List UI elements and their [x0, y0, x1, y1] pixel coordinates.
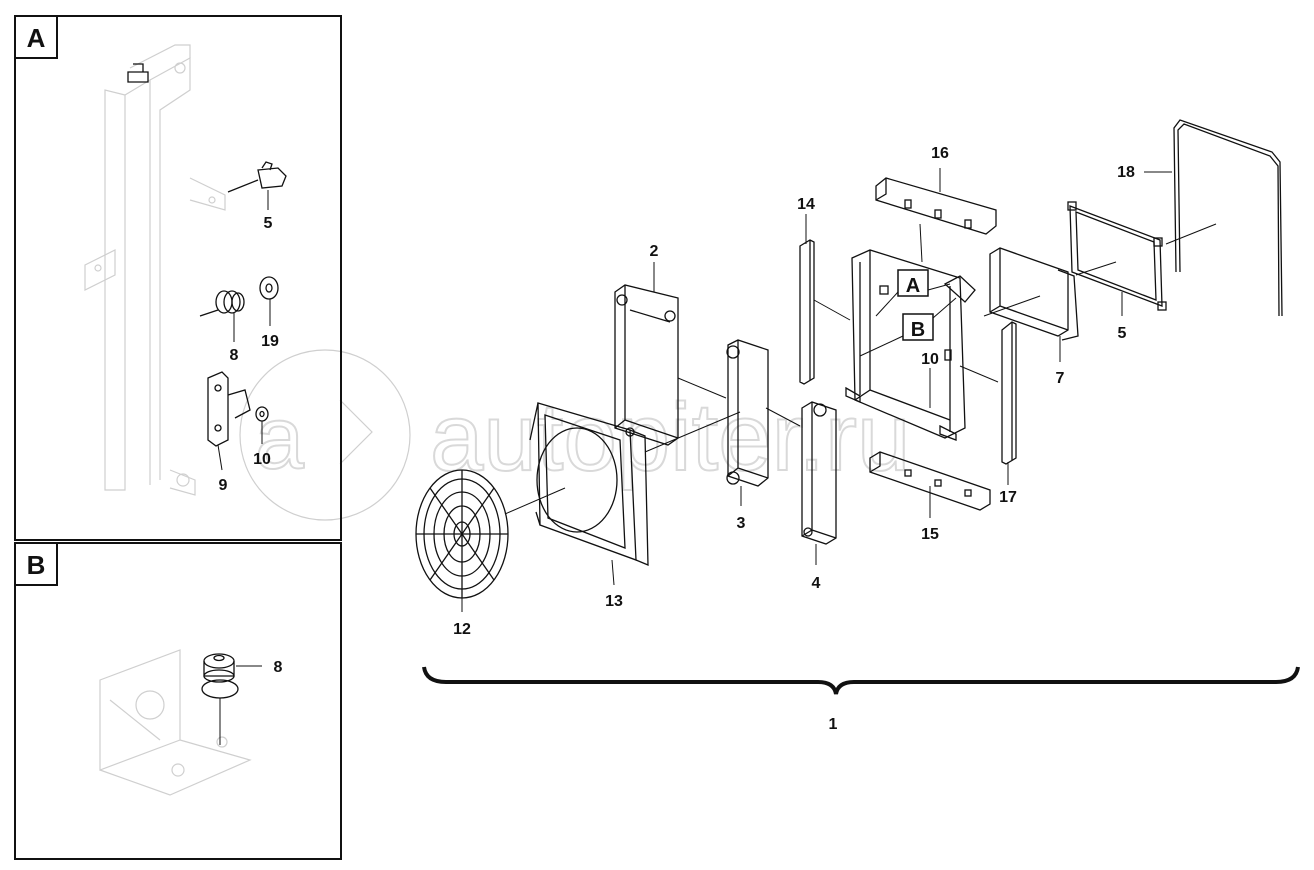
callout-a-10: 10 — [253, 451, 271, 468]
part-14-side-plate — [799, 239, 815, 385]
detail-a-washer — [259, 276, 279, 300]
detail-box-a-frame — [14, 15, 342, 541]
detail-b-rubber-mount — [201, 653, 239, 699]
part-4-cooler — [801, 401, 837, 545]
watermark-text: autopiter.ru — [430, 384, 910, 491]
callout-a-5: 5 — [264, 215, 273, 232]
main-frame-mount-bracket — [943, 275, 976, 303]
view-ref-b-box — [902, 313, 934, 341]
view-ref-b-leader-2 — [932, 297, 957, 319]
leader-16-frame — [919, 223, 923, 263]
detail-a-rubber-mount — [199, 290, 245, 317]
detail-box-b: B 8 — [14, 542, 342, 860]
detail-a-sensor-part — [227, 161, 287, 193]
callout-a-8: 8 — [230, 347, 239, 364]
detail-a-leader-9 — [217, 444, 223, 471]
leader-3-4 — [765, 407, 801, 427]
callout-a-9: 9 — [219, 477, 228, 494]
view-ref-b-label: B — [911, 319, 925, 341]
part-15-bottom-plate — [869, 451, 991, 511]
watermark: a autopiter.ru — [239, 349, 911, 521]
view-ref-b-leader — [859, 335, 904, 357]
view-ref-a-label: A — [906, 275, 920, 297]
leader-frame-17 — [959, 365, 999, 383]
part-3-oil-cooler — [726, 339, 769, 487]
watermark-logo-chevron — [339, 399, 373, 465]
view-ref-a-box — [897, 269, 929, 297]
callout-10: 10 — [921, 351, 939, 368]
detail-box-b-tab — [14, 542, 58, 586]
assembly-label: 1 — [829, 716, 838, 733]
leader-13 — [611, 559, 615, 586]
callout-3: 3 — [737, 515, 746, 532]
detail-b-bracket-ghost — [99, 649, 252, 796]
view-ref-a-leader — [875, 291, 899, 317]
leader-12-13 — [504, 487, 566, 515]
part-12-fan-guard — [415, 469, 509, 599]
leader-14-frame — [813, 299, 851, 321]
callout-5: 5 — [1118, 325, 1127, 342]
detail-box-a: A 5 — [14, 15, 342, 541]
callout-17: 17 — [999, 489, 1017, 506]
callout-15: 15 — [921, 526, 939, 543]
part-10-main-frame — [845, 249, 966, 441]
detail-a-bracket — [207, 371, 251, 447]
watermark-logo-ring — [239, 349, 411, 521]
callout-14: 14 — [797, 196, 815, 213]
detail-a-frame-ghost — [84, 44, 226, 496]
leader-18-5 — [1165, 223, 1217, 245]
callout-7: 7 — [1056, 370, 1065, 387]
callout-18: 18 — [1117, 164, 1135, 181]
leader-5-7 — [1075, 261, 1117, 276]
detail-box-b-label: B — [27, 550, 46, 580]
callout-a-19: 19 — [261, 333, 279, 350]
callout-2: 2 — [650, 243, 659, 260]
part-16-top-plate — [875, 177, 997, 235]
part-18-rod — [1173, 119, 1283, 317]
detail-box-a-tab — [14, 15, 58, 59]
leader-7-frame — [983, 295, 1041, 317]
leader-13-3 — [644, 411, 741, 453]
callout-16: 16 — [931, 145, 949, 162]
part-17-side-plate — [1001, 321, 1017, 465]
detail-box-b-frame — [14, 542, 342, 860]
part-5-mount-frame — [1067, 201, 1167, 311]
callout-13: 13 — [605, 593, 623, 610]
callout-b-8: 8 — [274, 659, 283, 676]
view-ref-a: A — [875, 269, 951, 317]
part-13-fan-shroud — [529, 402, 649, 566]
detail-a-top-bolt — [127, 63, 149, 83]
callout-4: 4 — [812, 575, 821, 592]
assembly-brace — [422, 666, 1300, 695]
leader-2-3 — [677, 377, 727, 399]
view-ref-b: B — [859, 297, 957, 357]
callout-12: 12 — [453, 621, 471, 638]
part-7-condenser — [989, 247, 1079, 341]
main-exploded-view: 12 13 2 3 — [415, 119, 1300, 733]
detail-box-a-label: A — [27, 23, 46, 53]
